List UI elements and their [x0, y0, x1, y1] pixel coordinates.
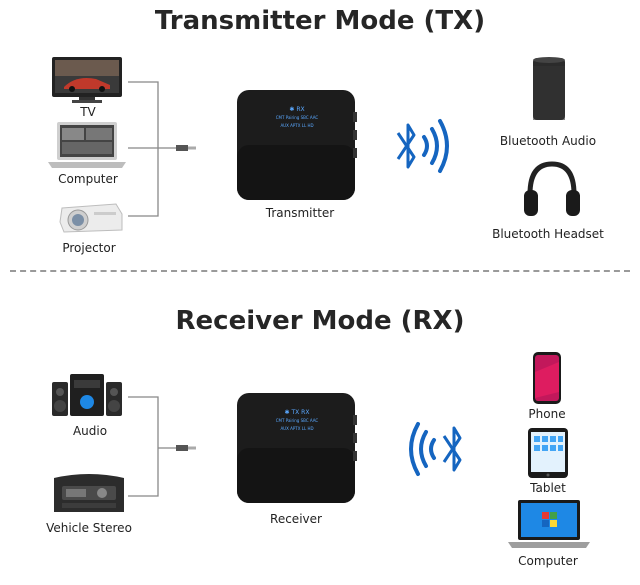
phone-icon [533, 352, 561, 404]
projector-icon [59, 203, 123, 233]
tx-screen-row1: ✱ RX [289, 106, 305, 113]
rx-source-label-audio: Audio [72, 424, 108, 438]
rx-screen-row2: CMT Pairing SBC AAC [275, 418, 319, 423]
bluetooth-icon [396, 119, 449, 173]
section-divider [10, 270, 630, 272]
speaker-icon [533, 57, 565, 120]
tablet-icon [528, 428, 568, 478]
headphones-icon [524, 161, 580, 216]
tx-title: Transmitter Mode (TX) [154, 6, 486, 36]
rx-target-label-computer: Computer [518, 554, 578, 568]
transmitter-device: ✱ RX CMT Pairing SBC AAC AUX APTX LL HD [237, 90, 357, 202]
rx-title: Receiver Mode (RX) [175, 306, 465, 336]
stereo-icon [52, 374, 122, 416]
laptop-icon [508, 500, 590, 548]
tv-icon [52, 57, 122, 103]
tx-target-label-audio: Bluetooth Audio [499, 134, 597, 148]
car-stereo-icon [54, 474, 124, 512]
tx-source-label-projector: Projector [62, 241, 116, 255]
rx-target-label-tablet: Tablet [530, 481, 566, 495]
rx-screen-row1: ✱ TX RX [284, 409, 310, 416]
tx-source-label-computer: Computer [58, 172, 118, 186]
transmitter-label: Transmitter [265, 206, 335, 220]
receiver-device: ✱ TX RX CMT Pairing SBC AAC AUX APTX LL … [237, 393, 357, 505]
tx-source-label-tv: TV [80, 105, 96, 119]
tx-screen-row2: CMT Pairing SBC AAC [275, 115, 319, 120]
bluetooth-icon [409, 422, 462, 476]
laptop-icon [48, 122, 126, 168]
rx-screen-row3: AUX APTX LL HD [280, 426, 314, 431]
receiver-label: Receiver [270, 512, 322, 526]
tx-target-label-headset: Bluetooth Headset [492, 227, 604, 241]
tx-screen-row3: AUX APTX LL HD [280, 123, 314, 128]
rx-source-label-vehicle: Vehicle Stereo [46, 521, 132, 535]
rx-target-label-phone: Phone [528, 407, 566, 421]
